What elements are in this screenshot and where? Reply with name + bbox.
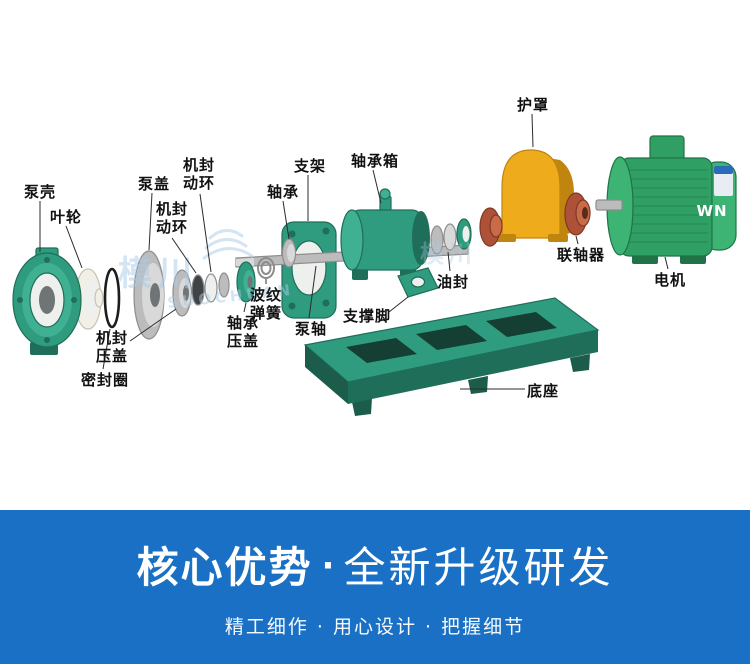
leader-seal-gland — [129, 308, 177, 342]
leader-pump-shaft — [308, 265, 317, 319]
label-coupling: 联轴器 — [557, 246, 606, 264]
label-oil-seal: 油封 — [437, 273, 470, 291]
watermark-secondary: 模川 — [420, 240, 476, 268]
seal-ring-illustration — [103, 267, 121, 329]
motor-illustration: WN — [595, 135, 737, 264]
label-bracket: 支架 — [294, 157, 327, 175]
motor-badge-text: WN — [696, 202, 727, 220]
label-pump-shaft: 泵轴 — [295, 320, 328, 338]
leader-bearing-housing — [372, 169, 382, 204]
mech-seal-rings-illustration — [191, 272, 230, 306]
bearing-gland-illustration — [236, 261, 256, 303]
pump-casing-illustration — [12, 247, 82, 355]
label-motor: 电机 — [654, 271, 687, 289]
label-guard: 护罩 — [517, 96, 550, 114]
mech-seal-gland-illustration — [172, 269, 192, 317]
leader-seal-ring-upper — [199, 193, 212, 273]
bearing-illustration — [281, 238, 297, 268]
label-pump-cover: 泵盖 — [138, 175, 171, 193]
label-seal-ring-lower: 机封动环 — [156, 200, 189, 236]
oil-seal-illustration — [430, 218, 472, 255]
coupling-motor-side-illustration — [564, 192, 591, 236]
leader-motor — [664, 256, 669, 270]
support-foot-illustration — [397, 267, 439, 298]
leader-bearing-gland — [243, 302, 247, 313]
leader-pump-cover — [148, 192, 153, 251]
label-seal-ring-upper: 机封动环 — [183, 156, 216, 192]
guard-illustration — [496, 149, 574, 242]
bearing-housing-illustration — [340, 188, 430, 280]
banner: 核心优势·全新升级研发 精工细作 · 用心设计 · 把握细节 — [0, 510, 750, 664]
leader-oil-seal — [447, 251, 451, 272]
leader-lines — [39, 113, 669, 390]
pump-cover-illustration — [133, 250, 165, 340]
banner-title-separator: · — [321, 546, 335, 586]
guard-front-face — [501, 149, 561, 239]
banner-subtitle: 精工细作 · 用心设计 · 把握细节 — [224, 616, 526, 639]
label-support-foot: 支撑脚 — [343, 307, 392, 325]
label-wave-spring: 波纹弹簧 — [250, 286, 283, 322]
exploded-diagram-svg: WN — [12, 113, 737, 416]
label-bearing-housing: 轴承箱 — [351, 152, 400, 170]
leader-guard — [531, 113, 534, 148]
wave-spring-illustration — [257, 257, 275, 279]
label-bearing-gland: 轴承压盖 — [227, 314, 260, 350]
leader-bearing — [282, 200, 290, 240]
motor-cooling-fins — [624, 169, 708, 243]
label-base: 底座 — [527, 382, 560, 400]
watermark-logo-icon — [202, 229, 254, 260]
banner-title-rest: 全新升级研发 — [343, 543, 614, 592]
banner-title: 核心优势·全新升级研发 — [0, 510, 750, 592]
motor-shaft — [595, 199, 623, 211]
label-pump-casing: 泵壳 — [24, 183, 57, 201]
coupling-pump-side-illustration — [479, 207, 503, 247]
leader-impeller — [65, 225, 83, 269]
leader-seal-ring-lower — [171, 237, 197, 274]
leader-support-foot — [388, 296, 409, 313]
label-bearing: 轴承 — [267, 183, 300, 201]
base-illustration — [303, 297, 600, 416]
diagram-area: WN — [12, 96, 737, 416]
impeller-illustration — [74, 268, 104, 330]
label-seal-ring: 密封圈 — [81, 371, 130, 389]
watermark-cn-text-2: 模川 — [420, 240, 476, 268]
label-seal-gland: 机封压盖 — [96, 329, 129, 365]
label-impeller: 叶轮 — [50, 208, 83, 226]
leader-seal-ring — [102, 328, 111, 370]
bracket-illustration — [281, 221, 337, 319]
watermark-cn-text: 模川 — [118, 254, 198, 294]
leader-coupling — [575, 235, 579, 245]
banner-title-bold: 核心优势 — [136, 543, 313, 592]
